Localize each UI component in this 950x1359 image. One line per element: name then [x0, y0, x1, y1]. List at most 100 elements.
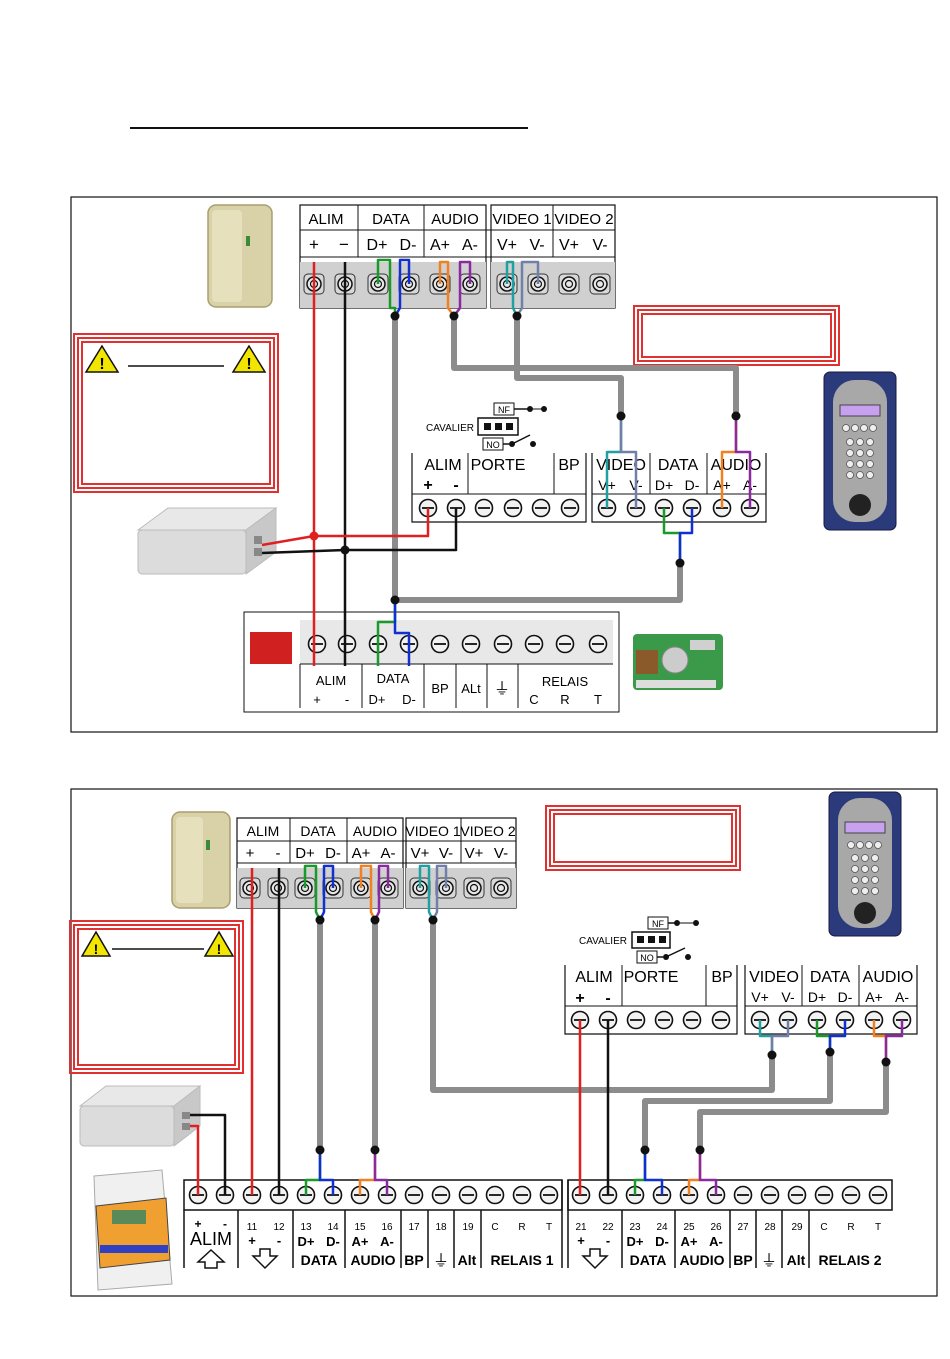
- terminal-number: 13: [300, 1222, 312, 1233]
- controller-1-sign: C: [529, 692, 538, 707]
- bus-2-sign: V+: [465, 845, 484, 862]
- cavalier-label: CAVALIER: [426, 423, 474, 434]
- controller-1-sign: R: [560, 692, 569, 707]
- arrow-up-icon: [196, 1248, 226, 1269]
- controller-1-group-bp: BP: [431, 681, 448, 696]
- terminal-sign: A-: [709, 1234, 723, 1249]
- ground-icon: ⏚: [494, 680, 510, 698]
- svg-text:!: !: [99, 356, 104, 373]
- note-box-1: [633, 305, 840, 366]
- bus-1-group-audio: AUDIO: [431, 211, 479, 228]
- module-1-sign-minus: -: [453, 477, 458, 494]
- bus-1-sign: A+: [430, 237, 450, 254]
- terminal-number: 24: [656, 1222, 668, 1233]
- diagram-2: ALIM DATA AUDIO VIDEO 1 VIDEO 2 + - D+ D…: [69, 788, 938, 1297]
- bus-1-group-data: DATA: [372, 211, 410, 228]
- controller-1-group-data: DATA: [377, 671, 410, 686]
- warning-icon: !: [231, 344, 267, 373]
- controller-1-sign: D-: [402, 692, 416, 707]
- svg-text:!: !: [217, 941, 222, 957]
- warning-icon: !: [203, 930, 235, 957]
- arrow-down-icon: [251, 1248, 279, 1270]
- panel-2-sign: V+: [751, 989, 769, 1005]
- bus-1-sign: D+: [367, 237, 388, 254]
- terminal-sign: -: [223, 1217, 227, 1231]
- bus-2-group-alim: ALIM: [247, 823, 280, 839]
- bus-1-sign: −: [339, 235, 349, 254]
- cavalier-nf: NF: [498, 405, 510, 415]
- bus-2-sign: D-: [325, 845, 341, 862]
- terminal-number: 22: [602, 1222, 614, 1233]
- bus-1-sign: V+: [559, 237, 579, 254]
- bus-1-group-video1: VIDEO 1: [492, 211, 551, 228]
- terminal-sign: D-: [655, 1234, 669, 1249]
- panel-2-sign: V-: [781, 989, 795, 1005]
- terminal-number: 16: [381, 1222, 393, 1233]
- svg-text:!: !: [246, 356, 251, 373]
- terminal-number: C: [491, 1222, 498, 1233]
- bus-2-sign: -: [276, 845, 281, 862]
- panel-1-sign: D+: [655, 477, 673, 493]
- bus-2-sign: V-: [494, 845, 508, 862]
- terminal-number: C: [820, 1222, 827, 1233]
- bus-2-sign: D+: [295, 845, 315, 862]
- panel-2-group-video: VIDEO: [749, 969, 799, 986]
- panel-2-sign: A+: [865, 989, 883, 1005]
- bus-1-sign: V+: [497, 237, 517, 254]
- bus-1-group-video2: VIDEO 2: [554, 211, 613, 228]
- terminal-sign: D-: [326, 1234, 340, 1249]
- bus-1-sign: A-: [462, 237, 478, 254]
- terminal-number: R: [847, 1222, 854, 1233]
- door-module-1: ALIM PORTE BP + -: [411, 453, 587, 523]
- panel-2-sign: D+: [808, 989, 826, 1005]
- junctions-1: [309, 311, 741, 605]
- panel-2-sign: A-: [895, 989, 909, 1005]
- panel-2-group-audio: AUDIO: [863, 969, 914, 986]
- central-group-bp-1: BP: [404, 1252, 423, 1268]
- bus-2-sign: A-: [381, 845, 396, 862]
- terminal-number: 23: [629, 1222, 641, 1233]
- terminal-sign: D+: [298, 1234, 315, 1249]
- panel-block-1: VIDEO DATA AUDIO V+ V- D+ D- A+ A-: [591, 453, 767, 523]
- cavalier-no: NO: [640, 953, 654, 963]
- warning-icon: !: [84, 344, 120, 373]
- terminal-sign: D+: [627, 1234, 644, 1249]
- central-group-alim: ALIM: [190, 1229, 232, 1249]
- door-panel-2: [828, 791, 902, 937]
- svg-text:!: !: [94, 941, 99, 957]
- terminal-number: 21: [575, 1222, 587, 1233]
- panel-1-group-data: DATA: [658, 457, 699, 474]
- module-2-sign-minus: -: [605, 990, 610, 1007]
- bus-2-group-audio: AUDIO: [353, 823, 397, 839]
- terminal-sign: -: [606, 1233, 610, 1248]
- bus-1-sign: D-: [400, 237, 417, 254]
- bus-terminal-block-2: ALIM DATA AUDIO VIDEO 1 VIDEO 2 + - D+ D…: [236, 817, 517, 909]
- central-group-relais-2: RELAIS 2: [818, 1252, 881, 1268]
- terminal-number: T: [875, 1222, 881, 1233]
- bus-2-sign: +: [246, 845, 255, 862]
- bus-1-sign: V-: [529, 237, 544, 254]
- terminal-sign: A+: [681, 1234, 698, 1249]
- controller-1-sign: T: [594, 692, 602, 707]
- arrow-down-icon: [581, 1248, 609, 1270]
- bus-2-group-data: DATA: [300, 823, 336, 839]
- diagram-1-frame: [70, 196, 938, 733]
- terminal-sign: +: [248, 1233, 256, 1248]
- module-2-group-bp: BP: [711, 969, 732, 986]
- power-supply-1: [207, 204, 273, 308]
- terminal-number: 26: [710, 1222, 722, 1233]
- bus-1-sign: +: [309, 235, 319, 254]
- terminal-number: 29: [791, 1222, 803, 1233]
- terminal-number: 19: [462, 1222, 474, 1233]
- central-group-alt-2: Alt: [787, 1252, 806, 1268]
- power-supply-2: [171, 811, 231, 909]
- bus-1-sign: V-: [592, 237, 607, 254]
- bus-1-group-alim: ALIM: [308, 211, 343, 228]
- cavalier-jumper-1: CAVALIER NF NO: [426, 402, 547, 451]
- keypad-icon: [842, 424, 877, 479]
- module-1-group-alim: ALIM: [424, 457, 461, 474]
- central-group-data-1: DATA: [301, 1252, 338, 1268]
- terminal-number: T: [546, 1222, 552, 1233]
- central-group-relais-1: RELAIS 1: [490, 1252, 553, 1268]
